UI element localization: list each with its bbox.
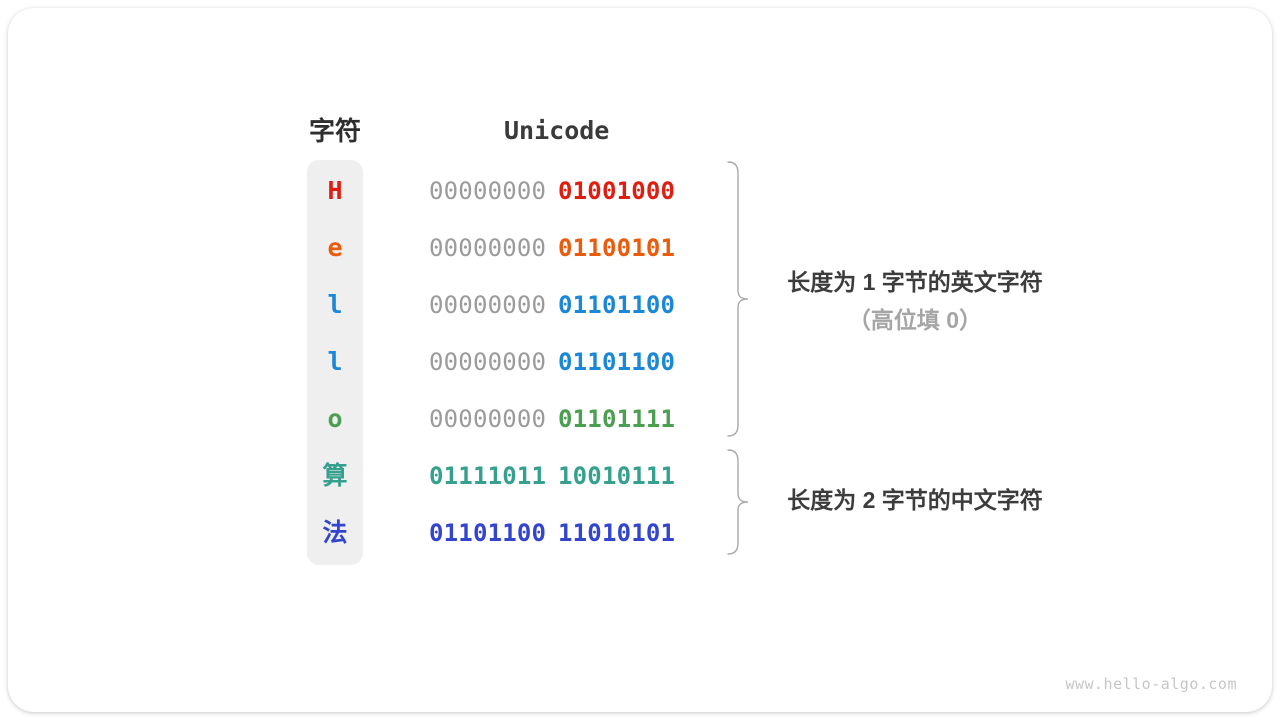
brace-english-group-icon — [727, 161, 749, 437]
diagram-card — [8, 8, 1272, 712]
unicode-low-byte: 10010111 — [558, 462, 676, 490]
unicode-low-byte: 11010101 — [558, 519, 676, 547]
table-row: o 00000000 01101111 — [0, 402, 1280, 436]
unicode-low-byte: 01101100 — [558, 348, 676, 376]
unicode-high-byte: 01101100 — [429, 519, 547, 547]
table-row: 算 01111011 10010111 — [0, 459, 1280, 493]
annotation-english-line1: 长度为 1 字节的英文字符 — [787, 269, 1043, 295]
char-cell: 算 — [322, 461, 348, 490]
unicode-high-byte: 00000000 — [429, 405, 547, 433]
char-cell: o — [327, 404, 343, 433]
unicode-high-byte: 00000000 — [429, 348, 547, 376]
unicode-high-byte: 01111011 — [429, 462, 547, 490]
table-row: 法 01101100 11010101 — [0, 516, 1280, 550]
unicode-low-byte: 01001000 — [558, 177, 676, 205]
unicode-high-byte: 00000000 — [429, 177, 547, 205]
brace-chinese-group-icon — [727, 449, 749, 555]
char-column-header: 字符 — [308, 116, 361, 146]
unicode-low-byte: 01101100 — [558, 291, 676, 319]
unicode-low-byte: 01101111 — [558, 405, 676, 433]
watermark: www.hello-algo.com — [1065, 675, 1237, 693]
char-cell: l — [327, 290, 343, 319]
annotation-chinese: 长度为 2 字节的中文字符 — [755, 481, 1075, 519]
annotation-english: 长度为 1 字节的英文字符 （高位填 0） — [755, 263, 1075, 339]
annotation-english-line2: （高位填 0） — [847, 307, 983, 333]
char-cell: e — [327, 233, 343, 262]
table-row: l 00000000 01101100 — [0, 345, 1280, 379]
unicode-column-header: Unicode — [504, 116, 610, 145]
char-column-background — [307, 160, 363, 565]
unicode-high-byte: 00000000 — [429, 291, 547, 319]
annotation-chinese-line1: 长度为 2 字节的中文字符 — [787, 487, 1043, 513]
table-row: l 00000000 01101100 — [0, 288, 1280, 322]
table-row: e 00000000 01100101 — [0, 231, 1280, 265]
char-cell: H — [327, 176, 343, 205]
char-cell: l — [327, 347, 343, 376]
unicode-low-byte: 01100101 — [558, 234, 676, 262]
char-cell: 法 — [322, 518, 348, 547]
table-row: H 00000000 01001000 — [0, 174, 1280, 208]
unicode-high-byte: 00000000 — [429, 234, 547, 262]
